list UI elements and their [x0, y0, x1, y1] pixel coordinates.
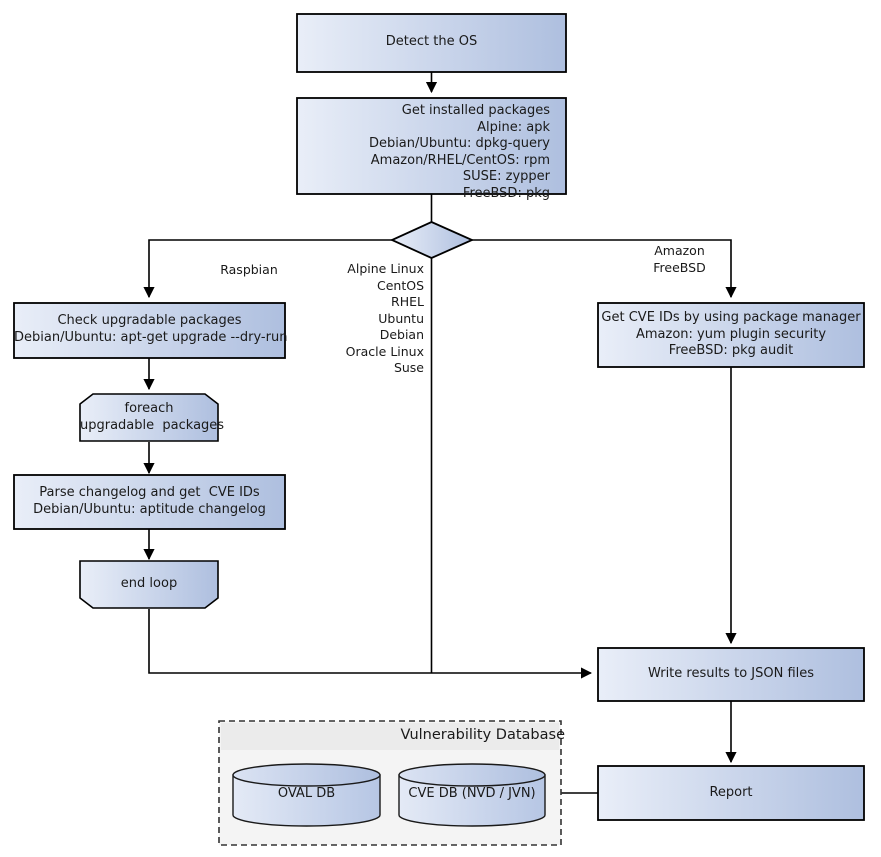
edge-label-raspbian: Raspbian [220, 262, 278, 277]
edge-label-amazon-freebsd: Amazon FreeBSD [653, 243, 706, 275]
edge-decision-to-check-upgradable [143, 239, 392, 299]
edge-decision-to-get-cve-ids [472, 239, 737, 299]
node-os-decision[interactable] [389, 221, 475, 259]
node-detect-os[interactable] [296, 13, 567, 73]
node-check-upgradable[interactable] [13, 302, 286, 359]
edge-end-loop-to-write-json [148, 609, 593, 679]
cve-db-shape[interactable] [398, 763, 546, 827]
node-get-packages[interactable] [296, 97, 567, 195]
node-end-loop[interactable] [79, 560, 219, 609]
node-foreach-loop[interactable] [79, 393, 219, 442]
node-report[interactable] [597, 765, 865, 821]
oval-db-shape[interactable] [232, 763, 381, 827]
node-write-json[interactable] [597, 647, 865, 702]
vulnerability-database-header-band [221, 723, 559, 750]
node-parse-changelog[interactable] [13, 474, 286, 530]
node-get-cve-ids[interactable] [597, 302, 865, 368]
edge-label-linux-family: Alpine Linux CentOS RHEL Ubuntu Debian O… [345, 261, 424, 375]
